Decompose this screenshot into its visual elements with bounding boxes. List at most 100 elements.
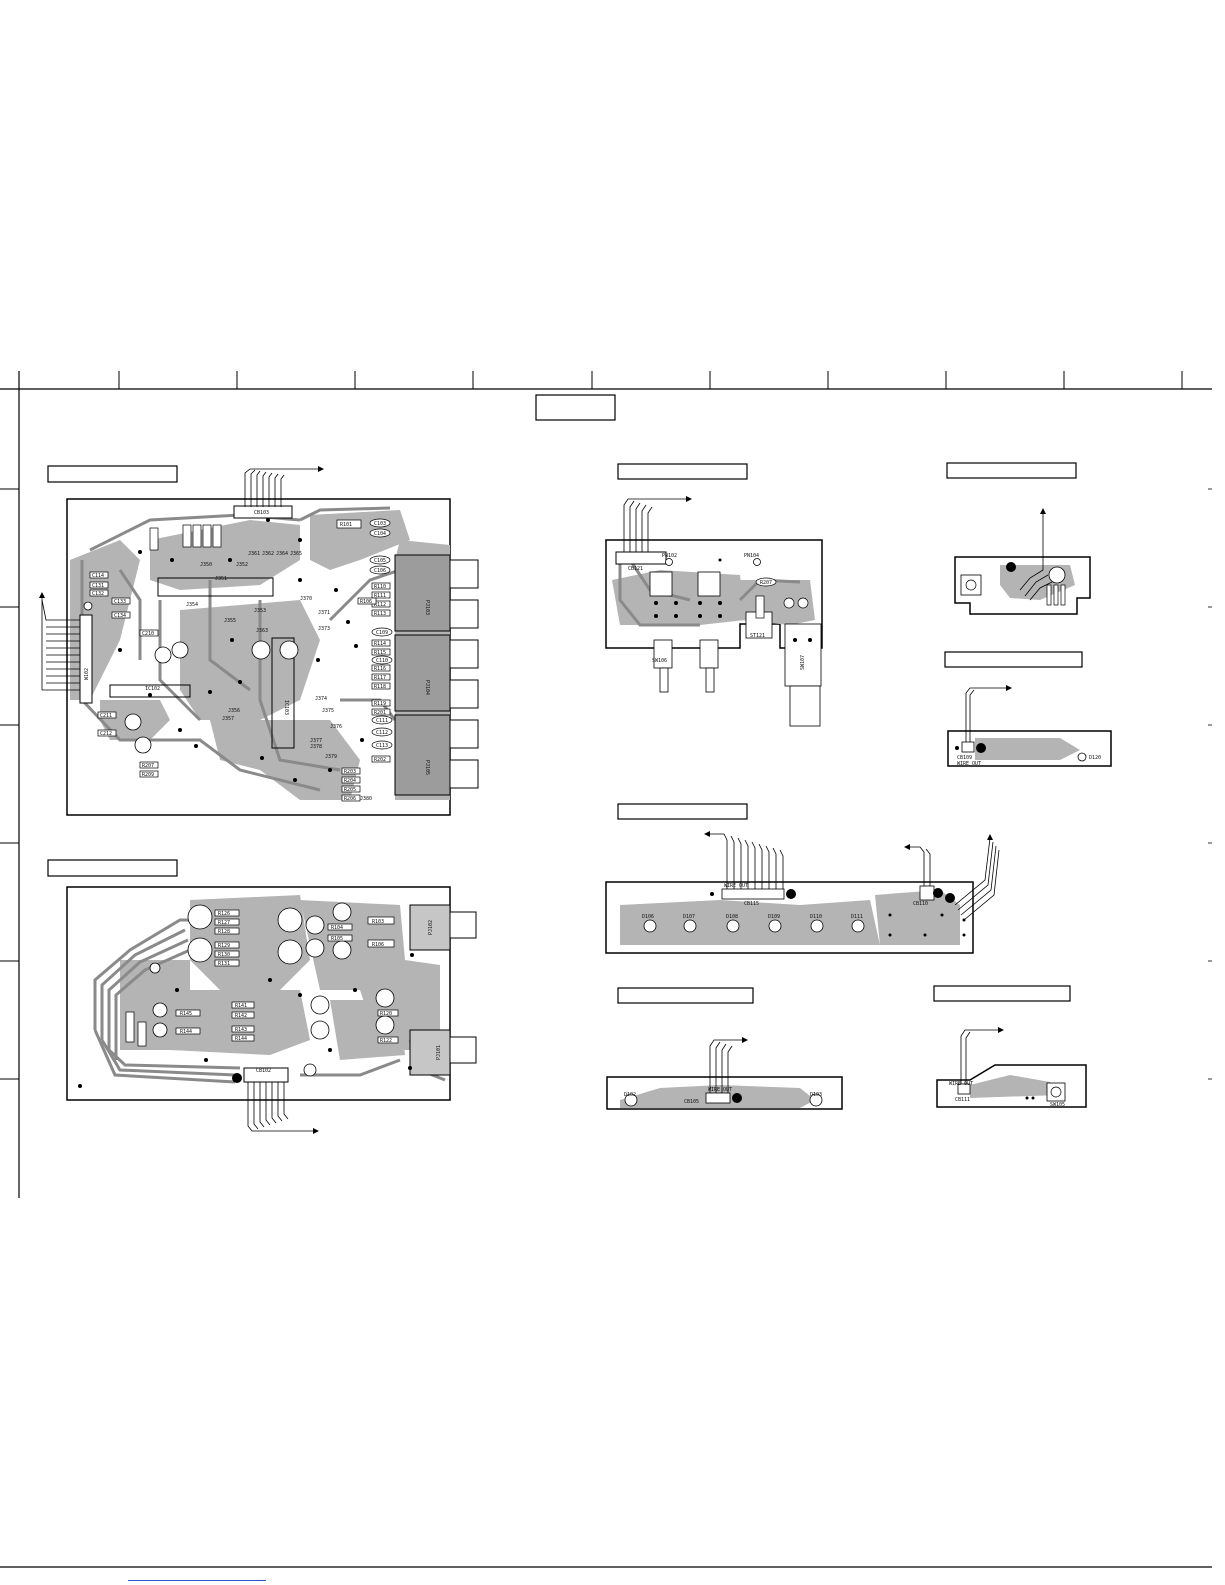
label-r131: R142 bbox=[235, 1013, 247, 1019]
sw-small-via bbox=[1025, 1096, 1029, 1100]
sw-small-arrow bbox=[998, 1027, 1004, 1033]
label-r111: R111 bbox=[374, 593, 386, 599]
led-d103 bbox=[809, 1093, 823, 1107]
label-r118: R118 bbox=[374, 684, 386, 690]
led-strip-copper bbox=[620, 890, 960, 945]
label-r145: R145 bbox=[180, 1011, 192, 1017]
ir-board bbox=[954, 508, 1091, 615]
led-strip-title-box bbox=[617, 803, 748, 820]
label-r119: R119 bbox=[374, 701, 386, 707]
label-cb103: CB103 bbox=[254, 510, 269, 516]
led-strip-right-wires bbox=[908, 846, 931, 886]
label-st121: ST121 bbox=[750, 633, 765, 639]
led-d120 bbox=[1077, 752, 1087, 762]
label-c104: C104 bbox=[374, 531, 386, 537]
led-small-arrow bbox=[742, 1037, 748, 1043]
label-j365: J365 bbox=[290, 551, 302, 557]
label-r205: R205 bbox=[344, 787, 356, 793]
ir-round-part bbox=[1048, 566, 1066, 584]
label-j361: J361 bbox=[248, 551, 260, 557]
label-d106: D106 bbox=[642, 914, 654, 920]
label-j357: J357 bbox=[222, 716, 234, 722]
label-c103: C103 bbox=[374, 521, 386, 527]
ir-mount-hole bbox=[1006, 562, 1016, 572]
label-d109: D109 bbox=[768, 914, 780, 920]
label-j378: J378 bbox=[310, 744, 322, 750]
label-j362: J362 bbox=[262, 551, 274, 557]
main-left-parts: C114 C131 C132 C133 C134 C210 C211 C212 … bbox=[89, 524, 222, 778]
label-r120: R120 bbox=[380, 1011, 392, 1017]
label-j371: J371 bbox=[318, 610, 330, 616]
main-electrolytics bbox=[83, 601, 299, 754]
jack-pj103: PJ103 bbox=[394, 554, 479, 632]
jack-pj102: PJ102 bbox=[409, 904, 477, 951]
led-strip-arrow bbox=[704, 831, 710, 837]
label-cb105: CB105 bbox=[684, 1099, 699, 1105]
label-cb109: CB109 bbox=[957, 755, 972, 761]
ir-wires bbox=[1019, 512, 1053, 601]
led-right-board: CB109 WIRE OUT D120 bbox=[947, 685, 1112, 767]
label-j379: J379 bbox=[325, 754, 337, 760]
label-wire-out-small: WIRE OUT bbox=[708, 1087, 732, 1093]
label-d120: D120 bbox=[1089, 755, 1101, 761]
ic-103 bbox=[271, 637, 295, 749]
label-r125: R127 bbox=[218, 920, 230, 926]
column-ticks bbox=[118, 371, 1183, 389]
label-c105: C105 bbox=[374, 558, 386, 564]
label-j375: J375 bbox=[322, 708, 334, 714]
switch-sw107 bbox=[697, 571, 721, 597]
label-r130: R141 bbox=[235, 1003, 247, 1009]
main-board-title-box bbox=[47, 465, 178, 483]
label-j350: J350 bbox=[200, 562, 212, 568]
label-cb102: CB102 bbox=[256, 1068, 271, 1074]
label-c111: C111 bbox=[376, 718, 388, 724]
label-wire-out-strip: WIRE OUT bbox=[724, 883, 748, 889]
label-r202: R202 bbox=[374, 757, 386, 763]
label-pn104: PN104 bbox=[744, 553, 759, 559]
led-strip-hole2 bbox=[945, 893, 955, 903]
label-r144: R144 bbox=[180, 1029, 192, 1035]
label-ic103: IC103 bbox=[283, 700, 289, 715]
led-small-board: D102 D103 CB105 WIRE OUT bbox=[606, 1037, 843, 1110]
switch-vias bbox=[654, 558, 812, 642]
main-left-arrow bbox=[39, 592, 45, 598]
label-r141: R143 bbox=[235, 1027, 247, 1033]
sw-small-copper bbox=[970, 1075, 1060, 1098]
ir-sensor-lens bbox=[965, 579, 977, 591]
label-r128: R130 bbox=[218, 952, 230, 958]
part-c-sw2 bbox=[797, 597, 809, 609]
label-j374: J374 bbox=[315, 696, 327, 702]
label-r113: R113 bbox=[374, 611, 386, 617]
label-r117: R117 bbox=[374, 675, 386, 681]
label-d103: D103 bbox=[810, 1092, 822, 1098]
footer-link-underline[interactable] bbox=[128, 1580, 266, 1581]
label-r129: R131 bbox=[218, 961, 230, 967]
ir-board-title-box bbox=[946, 462, 1077, 479]
label-c134: C133 bbox=[114, 599, 126, 605]
sheet-title-box bbox=[535, 394, 616, 421]
label-r114: R114 bbox=[374, 641, 386, 647]
connector-cb121 bbox=[615, 551, 667, 565]
cb115-mount-hole bbox=[786, 889, 796, 899]
jack-pj101: PJ101 bbox=[409, 1029, 477, 1076]
led-right-arrow bbox=[1006, 685, 1012, 691]
main-top-arrow bbox=[318, 466, 324, 472]
switch-actuators bbox=[653, 623, 822, 727]
label-j355: J355 bbox=[224, 618, 236, 624]
cb102-mount-hole bbox=[232, 1073, 242, 1083]
led-d102 bbox=[624, 1093, 638, 1107]
label-sw107: SW107 bbox=[800, 655, 806, 670]
label-cb121: CB121 bbox=[628, 566, 643, 572]
label-r104: R104 bbox=[331, 925, 343, 931]
connector-cb109 bbox=[961, 741, 975, 753]
main-jumper-labels: J350 J351 J352 J353 J354 J355 J356 J357 … bbox=[186, 551, 372, 802]
audio-resistors: R126 R127 R128 R129 R130 R131 R104 R105 … bbox=[125, 909, 399, 1047]
label-r207: R207 bbox=[142, 763, 154, 769]
sw-small-via2 bbox=[1031, 1096, 1035, 1100]
label-r209: R209 bbox=[142, 772, 154, 778]
connector-cb115 bbox=[721, 888, 785, 900]
connector-cb105 bbox=[705, 1092, 731, 1104]
label-ic102: IC102 bbox=[145, 686, 160, 692]
main-board: IC102 IC103 W102 CB103 bbox=[39, 466, 479, 816]
label-j377: J377 bbox=[310, 738, 322, 744]
